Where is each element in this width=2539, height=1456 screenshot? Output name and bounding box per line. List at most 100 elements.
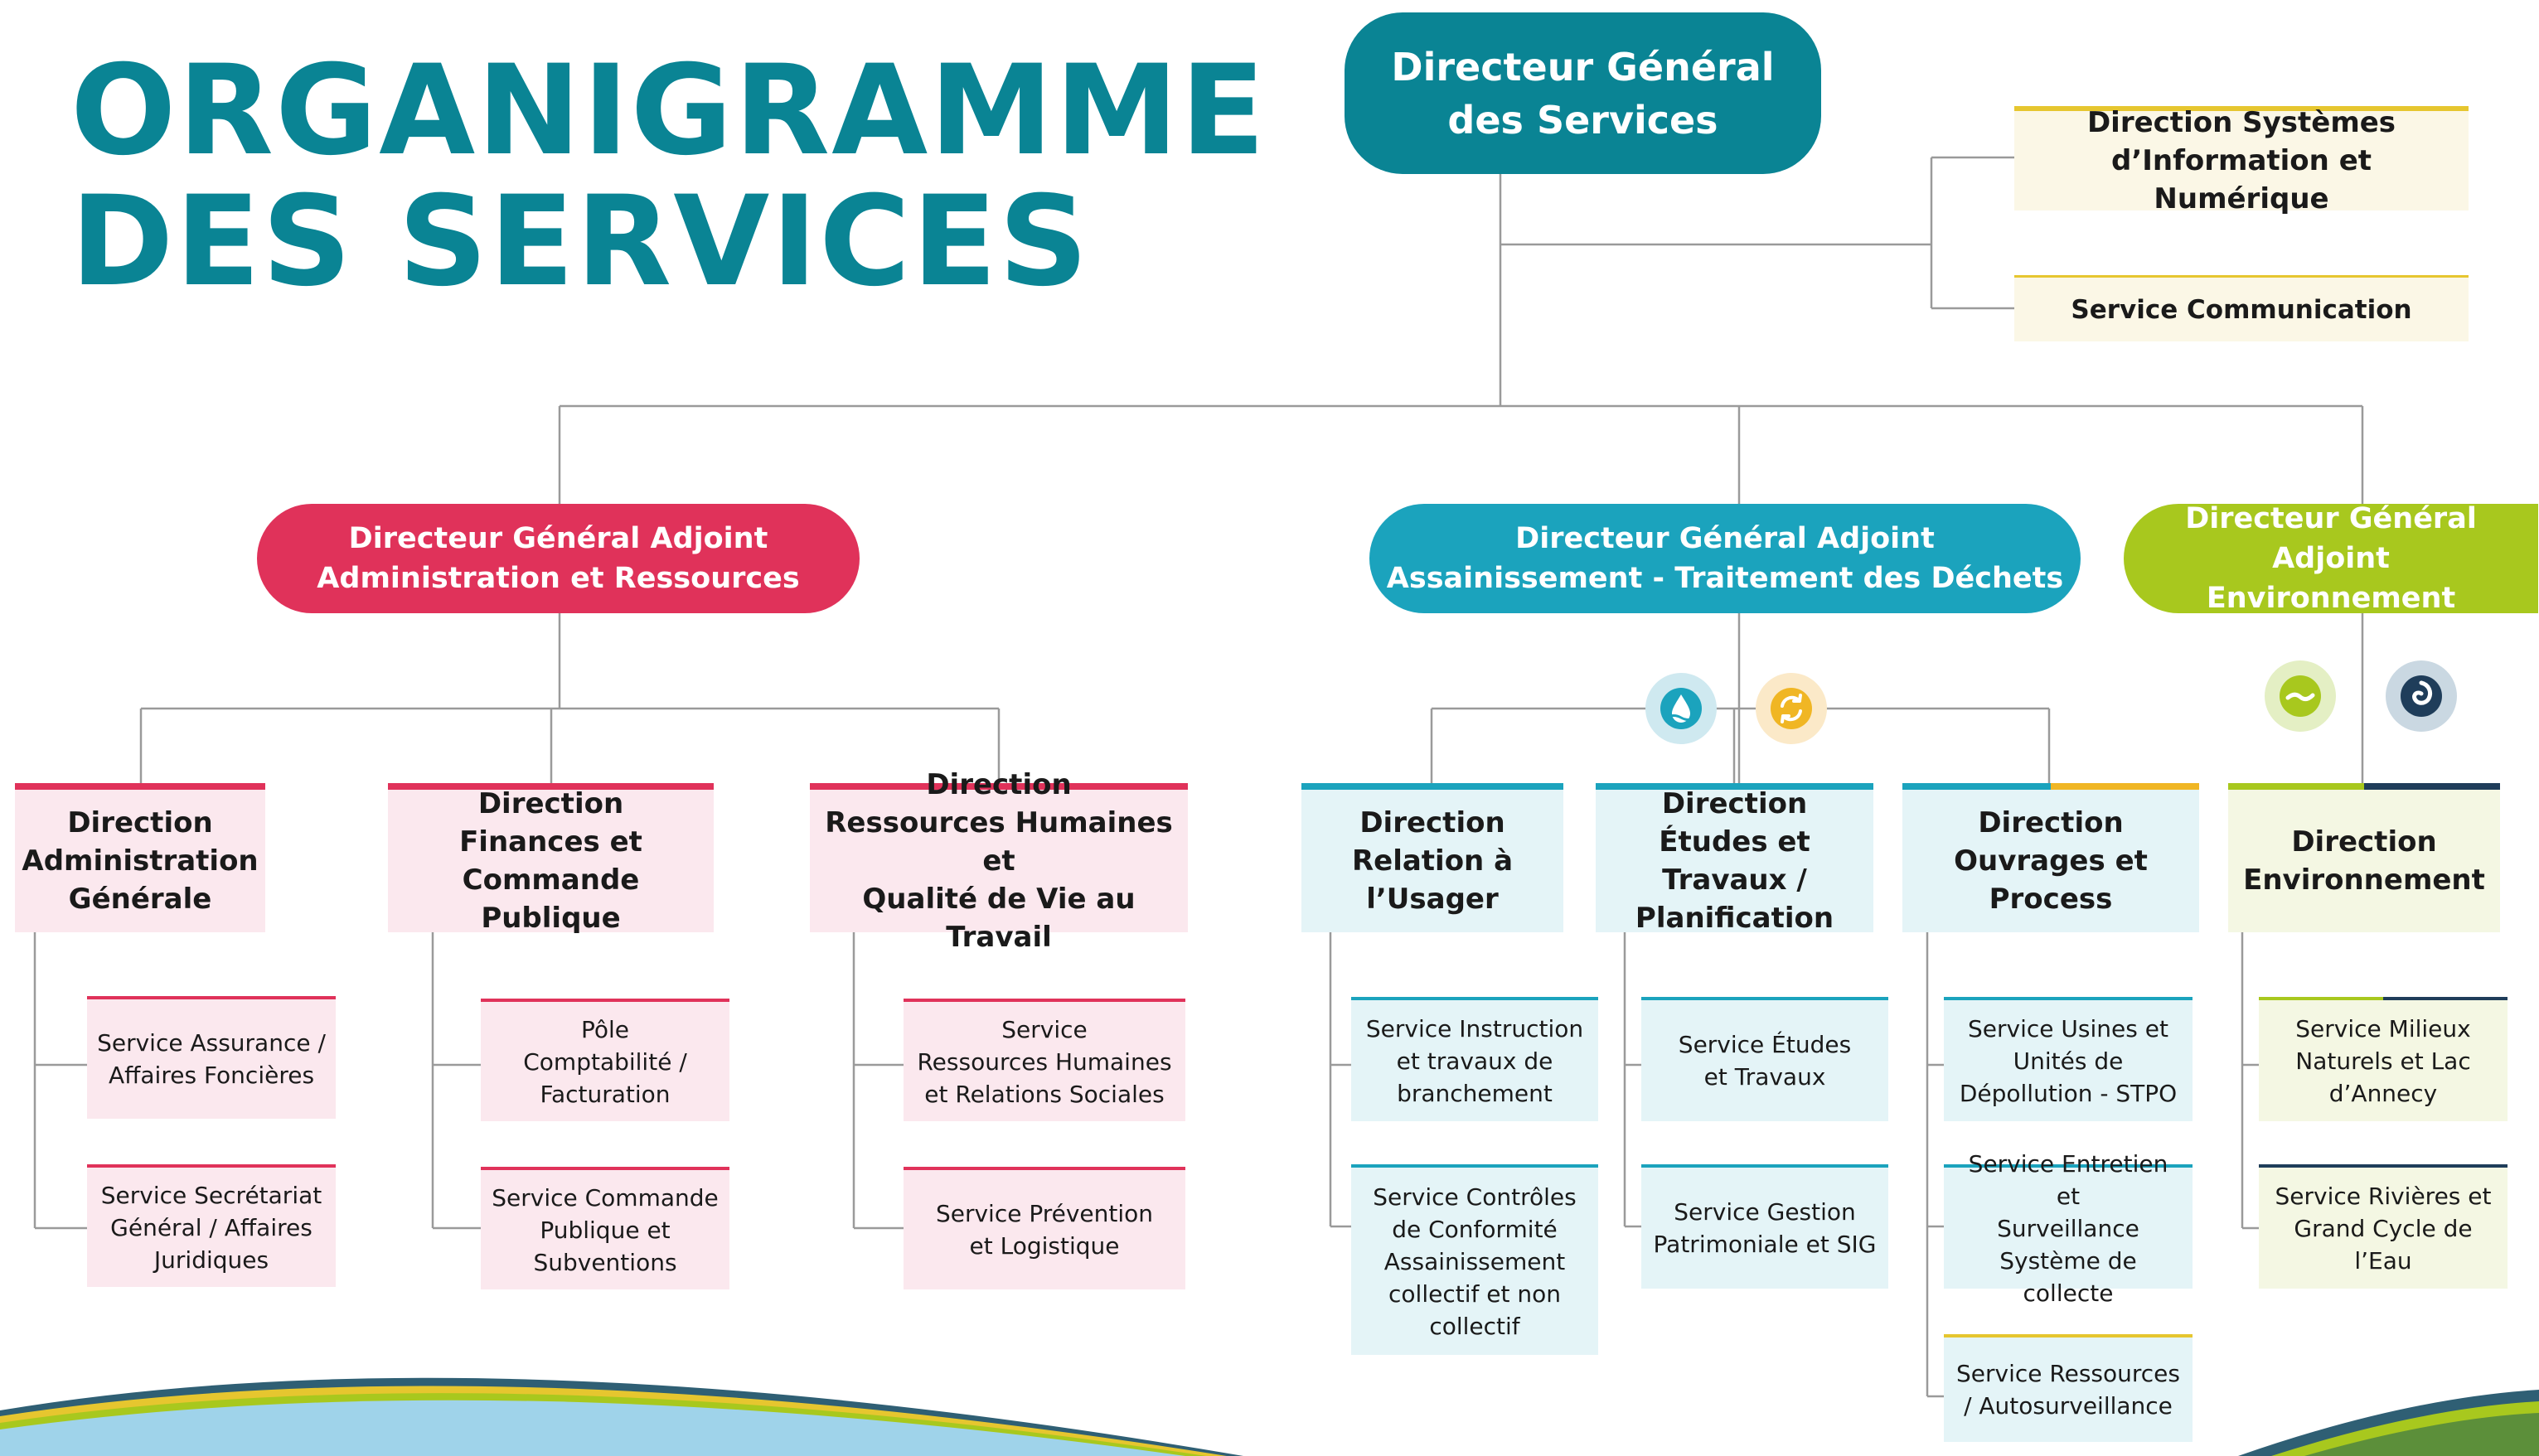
service-line: Service	[1001, 1015, 1088, 1043]
service-gestion-patrimoniale-sig: Service Gestion Patrimoniale et SIG	[1641, 1164, 1888, 1289]
direction-title-line: Générale	[68, 883, 212, 916]
service-assurance-affaires-foncieres: Service Assurance / Affaires Foncières	[87, 996, 336, 1119]
direction-title-line: Direction	[1359, 806, 1505, 839]
service-line: Ressources Humaines	[917, 1047, 1172, 1076]
service-line: Service Secrétariat	[100, 1181, 322, 1209]
service-line: Comptabilité /	[523, 1047, 687, 1076]
dsi-line-2: d’Information et Numérique	[2110, 144, 2372, 215]
dga-assain-line-2: Assainissement - Traitement des Déchets	[1386, 562, 2064, 595]
service-line: d’Annecy	[2328, 1079, 2438, 1107]
direction-title-line: Finances et	[459, 825, 642, 859]
dgs-line-2: des Services	[1447, 97, 1718, 143]
service-line: Service Instruction	[1365, 1014, 1584, 1042]
swirl-icon	[2386, 660, 2457, 732]
service-line: Pôle	[580, 1015, 630, 1043]
direction-title-line: Relation à	[1351, 844, 1514, 878]
dga-env-line-2: Environnement	[2206, 582, 2456, 615]
service-rivieres-grand-cycle-eau: Service Rivières et Grand Cycle de l’Eau	[2259, 1164, 2508, 1289]
direction-title-line: Direction	[926, 768, 1072, 801]
service-line: Général / Affaires	[110, 1213, 313, 1241]
service-line: Affaires Foncières	[108, 1062, 315, 1089]
direction-ressources-humaines: Direction Ressources Humaines et Qualité…	[810, 768, 1188, 954]
service-line: Service Prévention	[935, 1200, 1154, 1227]
direction-title-line: Direction	[67, 806, 213, 839]
service-line: Service Études	[1678, 1031, 1852, 1058]
dga-assainissement-node: Directeur Général Adjoint Assainissement…	[1369, 504, 2081, 613]
service-line: Service Gestion	[1674, 1198, 1856, 1226]
dga-admin-line-1: Directeur Général Adjoint	[348, 522, 768, 555]
dgs-node: Directeur Général des Services	[1345, 12, 1821, 174]
direction-relation-usager: Direction Relation à l’Usager	[1301, 783, 1563, 932]
service-line: branchement	[1397, 1079, 1553, 1107]
service-line: Grand Cycle de l’Eau	[2294, 1214, 2473, 1275]
service-line: Service Assurance /	[97, 1029, 326, 1057]
service-line: Surveillance	[1997, 1214, 2139, 1242]
service-line: / Autosurveillance	[1964, 1392, 2173, 1420]
direction-title-line: Ouvrages et Process	[1954, 844, 2148, 916]
direction-title-line: Direction	[1661, 787, 1808, 820]
direction-title-line: Planification	[1635, 902, 1834, 935]
service-communication-box: Service Communication	[2014, 275, 2469, 341]
direction-title-line: l’Usager	[1366, 883, 1499, 916]
landscape-decoration	[0, 1377, 2539, 1456]
recycle-icon	[1756, 673, 1827, 744]
service-line: Service Milieux	[2295, 1014, 2471, 1042]
direction-title-line: Direction	[1978, 806, 2124, 839]
dga-env-line-1: Directeur Général Adjoint	[2185, 502, 2477, 575]
service-line: Service Ressources	[1956, 1360, 2180, 1387]
service-line: Service Contrôles	[1373, 1183, 1577, 1211]
dga-assain-line-1: Directeur Général Adjoint	[1515, 522, 1935, 555]
direction-environnement: Direction Environnement	[2228, 783, 2500, 932]
service-ressources-humaines-relations-sociales: Service Ressources Humaines et Relations…	[904, 999, 1185, 1121]
service-milieux-naturels-lac: Service Milieux Naturels et Lac d’Annecy	[2259, 997, 2508, 1121]
service-line: Subventions	[533, 1248, 677, 1276]
service-controles-conformite: Service Contrôles de Conformité Assainis…	[1351, 1164, 1598, 1355]
direction-ouvrages-process: Direction Ouvrages et Process	[1902, 783, 2199, 932]
dga-administration-node: Directeur Général Adjoint Administration…	[257, 504, 860, 613]
direction-title-line: Environnement	[2243, 863, 2485, 897]
service-line: Unités de	[2013, 1047, 2124, 1075]
dga-environnement-node: Directeur Général Adjoint Environnement	[2124, 502, 2538, 615]
communication-line-1: Service Communication	[2071, 294, 2412, 325]
direction-systemes-information-box: Direction Systèmes d’Information et Numé…	[2014, 106, 2469, 215]
service-line: Publique et	[540, 1216, 671, 1244]
service-line: Service Rivières et	[2275, 1182, 2492, 1210]
service-line: et Logistique	[969, 1232, 1120, 1260]
service-line: Assainissement	[1383, 1247, 1566, 1275]
service-commande-publique-subventions: Service Commande Publique et Subventions	[481, 1167, 729, 1289]
dsi-line-1: Direction Systèmes	[2086, 106, 2396, 139]
direction-etudes-travaux-planification: Direction Études et Travaux / Planificat…	[1596, 783, 1873, 935]
service-instruction-travaux-branchement: Service Instruction et travaux de branch…	[1351, 997, 1598, 1121]
page-title: ORGANIGRAMME DES SERVICES	[70, 46, 1267, 307]
service-ressources-autosurveillance: Service Ressources / Autosurveillance	[1944, 1334, 2193, 1442]
service-line: collectif et non	[1388, 1279, 1561, 1308]
service-entretien-surveillance: Service Entretien et Surveillance Systèm…	[1944, 1150, 2193, 1307]
water-drop-icon	[1645, 673, 1717, 744]
service-line: Facturation	[540, 1080, 671, 1108]
service-line: Service Commande	[492, 1183, 719, 1212]
service-prevention-logistique: Service Prévention et Logistique	[904, 1167, 1185, 1289]
title-line-2: DES SERVICES	[70, 170, 1090, 314]
service-line: Naturels et Lac	[2295, 1047, 2471, 1075]
service-line: Patrimoniale et SIG	[1653, 1231, 1877, 1258]
direction-administration-generale: Direction Administration Générale	[15, 783, 265, 932]
direction-title-line: Direction	[2291, 825, 2437, 859]
service-line: Dépollution - STPO	[1959, 1079, 2178, 1107]
service-secretariat-general: Service Secrétariat Général / Affaires J…	[87, 1164, 336, 1287]
service-line: Service Entretien et	[1968, 1149, 2168, 1210]
service-line: et Travaux	[1703, 1063, 1826, 1091]
direction-title-line: Qualité de Vie au Travail	[862, 883, 1136, 954]
service-line: collectif	[1429, 1312, 1520, 1340]
direction-finances-commande-publique: Direction Finances et Commande Publique	[388, 783, 714, 935]
service-line: Juridiques	[153, 1246, 269, 1274]
service-line: Service Usines et	[1968, 1014, 2168, 1042]
dgs-line-1: Directeur Général	[1391, 44, 1775, 89]
wave-icon	[2265, 660, 2336, 732]
pole-comptabilite-facturation: Pôle Comptabilité / Facturation	[481, 999, 729, 1121]
direction-title-line: Administration	[22, 844, 259, 878]
service-usines-depollution-stpo: Service Usines et Unités de Dépollution …	[1944, 997, 2193, 1121]
direction-title-line: Études et Travaux /	[1659, 825, 1810, 897]
dga-admin-line-2: Administration et Ressources	[317, 562, 800, 595]
